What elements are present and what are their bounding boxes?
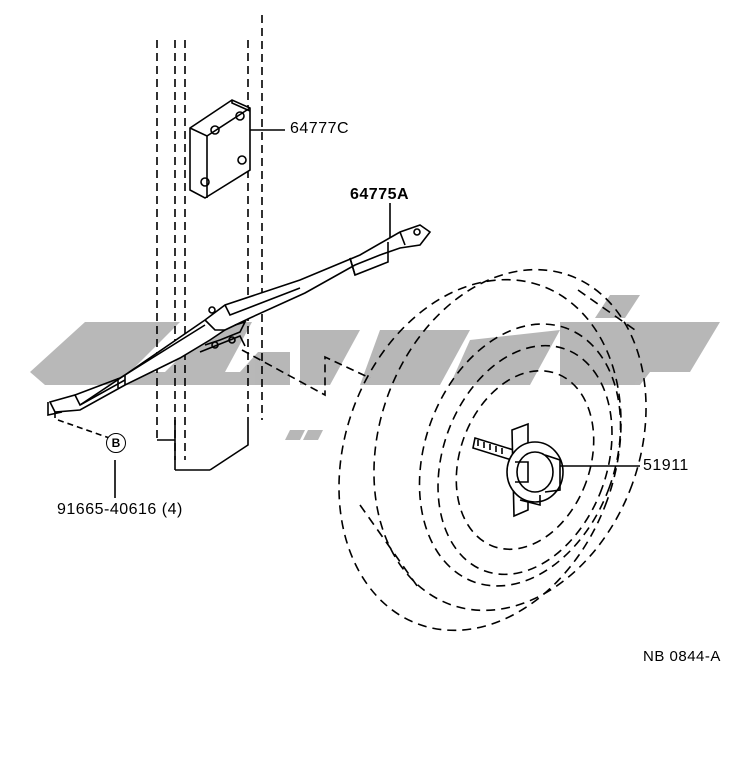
part-label-screw: 91665-40616 (4) [57,501,183,519]
part-label-64775A: 64775A [350,186,410,203]
callout-badge: B [106,433,126,453]
part-qty: (4) [161,501,183,518]
part-label-51911: 51911 [643,457,689,474]
part-number: 91665-40616 [57,501,157,518]
part-label-64777C: 64777C [290,120,350,137]
drawing-code: NB 0844-A [643,648,721,665]
line-art [47,15,647,632]
